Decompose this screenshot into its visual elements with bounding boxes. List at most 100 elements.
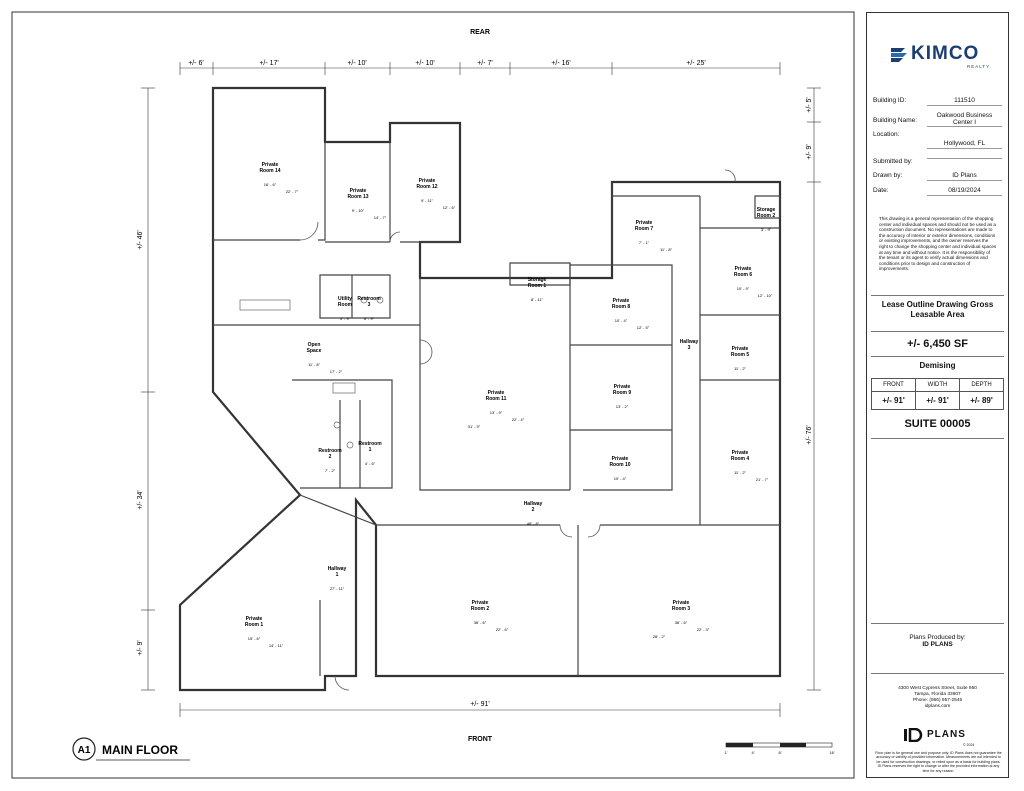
right-dim-1: +/- 9' bbox=[806, 144, 813, 160]
address-line: 4300 West Cypress Street, Suite 950 bbox=[898, 686, 977, 691]
area-value: +/- 6,450 SF bbox=[871, 331, 1004, 350]
room-dimension: 13' - 9" bbox=[490, 410, 503, 415]
room-label: Restroom bbox=[358, 441, 382, 447]
building-walls bbox=[178, 86, 782, 692]
kimco-mark-icon bbox=[891, 48, 907, 62]
room-label: Open bbox=[308, 342, 321, 348]
room-label: Room 4 bbox=[731, 456, 750, 462]
room-label: Room 14 bbox=[259, 168, 280, 174]
room-dimension: 3' - 9" bbox=[761, 227, 772, 232]
top-dim-6: +/- 25' bbox=[686, 60, 705, 67]
room-label: Private bbox=[636, 220, 653, 226]
room-dimension: 12' - 5" bbox=[637, 325, 650, 330]
room-label: Private bbox=[735, 266, 752, 272]
overall-width-dim: +/- 91' bbox=[470, 701, 489, 708]
room-label: 2 bbox=[329, 454, 332, 460]
copyright: © 2024 bbox=[963, 743, 975, 747]
demising-header: WIDTH bbox=[916, 379, 959, 392]
demising-col-front: FRONT +/- 91' bbox=[872, 379, 916, 409]
room-dimension: 11' - 2" bbox=[734, 470, 747, 475]
top-dim-0: +/- 6' bbox=[188, 60, 204, 67]
title-block: KIMCO REALTY Building ID: 111510 Buildin… bbox=[866, 12, 1009, 778]
room-dimension: 27' - 11" bbox=[330, 586, 345, 591]
room-label: Restroom bbox=[357, 296, 381, 302]
room-dimension: 31' - 9" bbox=[468, 424, 481, 429]
scale-tick-0: 1' bbox=[725, 750, 728, 755]
idplans-logo: PLANS © 2024 bbox=[903, 728, 983, 747]
room-label: Storage bbox=[757, 207, 776, 213]
sheet-border bbox=[11, 11, 855, 779]
demising-value: +/- 89' bbox=[970, 396, 993, 405]
plumbing-fixtures bbox=[239, 296, 384, 449]
room-label: Room 5 bbox=[731, 352, 750, 358]
room-dimension: 8' - 11" bbox=[531, 297, 544, 302]
room-label: Room 12 bbox=[416, 184, 437, 190]
suite-number: SUITE 00005 bbox=[904, 418, 971, 430]
room-dimension: 10' - 4" bbox=[615, 318, 628, 323]
room-dimension: 11' - 2" bbox=[734, 366, 747, 371]
field-label: Building ID: bbox=[873, 97, 907, 104]
fine-print: Floor plan is for general use and purpos… bbox=[875, 751, 1002, 773]
field-label: Building Name: bbox=[873, 117, 918, 124]
company-name: KIMCO bbox=[911, 43, 980, 64]
room-label: Room 7 bbox=[635, 226, 654, 232]
left-dim-0: +/- 46' bbox=[137, 230, 144, 249]
address-line: idplans.com bbox=[924, 704, 951, 709]
company-sub: REALTY bbox=[967, 64, 991, 69]
field-value: 08/19/2024 bbox=[927, 187, 1002, 196]
room-label: Private bbox=[732, 450, 749, 456]
field-label: Location: bbox=[873, 131, 900, 138]
area-title: Lease Outline Drawing Gross Leasable Are… bbox=[871, 295, 1004, 320]
sheet-title: MAIN FLOOR bbox=[102, 743, 178, 757]
room-label: Room 1 bbox=[528, 283, 547, 289]
room-dimension: 9' - 11" bbox=[421, 198, 434, 203]
room-label: Room 10 bbox=[609, 462, 630, 468]
producer-address: 4300 West Cypress Street, Suite 950 Tamp… bbox=[871, 686, 1004, 710]
room-dimension: 3' - 9" bbox=[340, 316, 351, 321]
left-dim-2: +/- 9' bbox=[137, 640, 144, 656]
room-dimension: 28' - 2" bbox=[653, 634, 666, 639]
field-value bbox=[927, 158, 1002, 159]
room-label: Private bbox=[613, 298, 630, 304]
room-dimension: 21' - 7" bbox=[756, 477, 769, 482]
room-label: Room 13 bbox=[347, 194, 368, 200]
sheet-number: A1 bbox=[78, 745, 91, 756]
doors bbox=[299, 169, 736, 691]
room-label: Private bbox=[262, 162, 279, 168]
demising-col-depth: DEPTH +/- 89' bbox=[960, 379, 1003, 409]
produced-divider bbox=[871, 623, 1004, 624]
room-label: Private bbox=[246, 616, 263, 622]
top-dim-2: +/- 10' bbox=[347, 60, 366, 67]
room-label: Room 3 bbox=[672, 606, 691, 612]
demising-col-width: WIDTH +/- 91' bbox=[916, 379, 960, 409]
room-label: Private bbox=[488, 390, 505, 396]
top-dimension-string bbox=[179, 62, 781, 75]
room-label: Room 2 bbox=[757, 213, 776, 219]
top-dim-1: +/- 17' bbox=[259, 60, 278, 67]
top-dim-5: +/- 16' bbox=[551, 60, 570, 67]
room-label: 1 bbox=[369, 447, 372, 453]
scale-bar: 1' 4' 8' 16' bbox=[725, 742, 835, 755]
field-label: Submitted by: bbox=[873, 158, 913, 165]
room-label: Hallway bbox=[680, 339, 699, 345]
field-value: 111510 bbox=[927, 97, 1002, 106]
room-dimension: 6' - 9" bbox=[364, 316, 375, 321]
room-label: Room 2 bbox=[471, 606, 490, 612]
demising-header: DEPTH bbox=[960, 379, 1003, 392]
room-label: Storage bbox=[528, 277, 547, 283]
left-dimension-string bbox=[141, 87, 155, 691]
address-line: Tampa, Florida 33607 bbox=[914, 692, 961, 697]
room-label: Private bbox=[472, 600, 489, 606]
idplans-mark-icon bbox=[904, 728, 923, 742]
scale-tick-3: 16' bbox=[829, 750, 834, 755]
room-label: Room 6 bbox=[734, 272, 753, 278]
room-dimension: 10' - 4" bbox=[614, 476, 627, 481]
room-label: Utility bbox=[338, 296, 352, 302]
room-label: Private bbox=[350, 188, 367, 194]
demising-title: Demising bbox=[871, 356, 1004, 370]
room-label: 3 bbox=[368, 302, 371, 308]
demising-header: FRONT bbox=[872, 379, 915, 392]
sheet-tag: A1 MAIN FLOOR bbox=[72, 737, 190, 761]
